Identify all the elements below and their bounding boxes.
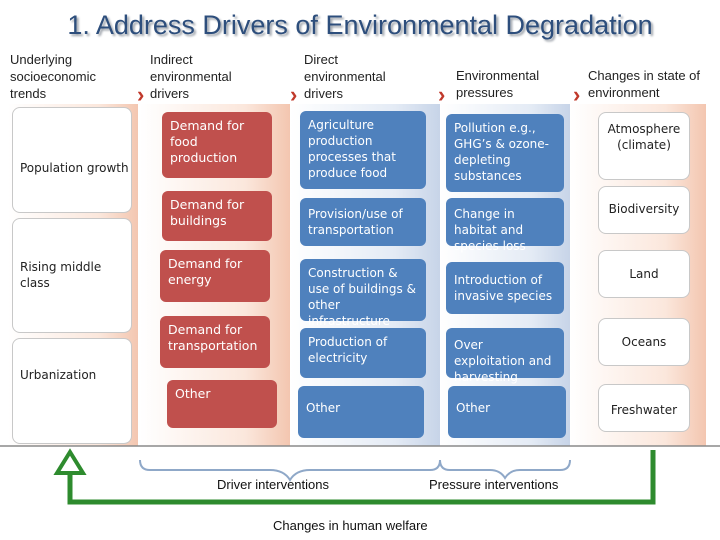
chevron-right-icon: › xyxy=(137,82,145,107)
human-welfare-label: Changes in human welfare xyxy=(273,518,428,533)
header-indirect: Indirect environmental drivers xyxy=(150,52,232,101)
state-land: Land xyxy=(598,250,690,298)
indirect-driver-buildings: Demand for buildings xyxy=(162,191,272,241)
pressure-over-exploitation: Over exploitation and harvesting xyxy=(446,328,564,384)
trend-box xyxy=(12,218,132,333)
driver-interventions-label: Driver interventions xyxy=(217,477,329,492)
indirect-driver-food: Demand for food production xyxy=(162,112,272,178)
chevron-right-icon: › xyxy=(438,82,446,107)
pressure-interventions-brace xyxy=(439,459,571,480)
header-state: Changes in state of environment xyxy=(588,68,701,100)
pressure-pollution: Pollution e.g., GHG’s & ozone-depleting … xyxy=(446,114,564,192)
chevron-right-icon: › xyxy=(573,82,581,107)
state-oceans: Oceans xyxy=(598,318,690,366)
direct-driver-electricity: Production of electricity xyxy=(300,328,426,378)
trend-box xyxy=(12,338,132,444)
driver-interventions-brace xyxy=(139,459,441,482)
indirect-driver-other: Other xyxy=(167,380,277,428)
trend-urbanization: Urbanization xyxy=(20,368,97,382)
trend-population-growth: Population growth xyxy=(20,161,129,175)
trend-box xyxy=(12,107,132,213)
state-freshwater: Freshwater xyxy=(598,384,690,432)
pressure-invasive-species: Introduction of invasive species xyxy=(446,262,564,314)
page-title: 1. Address Drivers of Environmental Degr… xyxy=(67,10,653,40)
pressure-other: Other xyxy=(448,386,566,438)
feedback-arrow-icon xyxy=(53,448,656,505)
direct-driver-agriculture: Agriculture production processes that pr… xyxy=(300,111,426,189)
direct-driver-transportation: Provision/use of transportation xyxy=(300,198,426,246)
indirect-driver-transportation: Demand for transportation xyxy=(160,316,270,368)
state-biodiversity: Biodiversity xyxy=(598,186,690,234)
header-pressures: Environmental pressures xyxy=(456,68,540,100)
interventions-graphic xyxy=(0,445,720,505)
indirect-driver-energy: Demand for energy xyxy=(160,250,270,302)
chevron-right-icon: › xyxy=(290,82,298,107)
header-direct: Direct environmental drivers xyxy=(304,52,386,101)
pressure-interventions-label: Pressure interventions xyxy=(429,477,559,492)
direct-driver-buildings: Construction & use of buildings & other … xyxy=(300,259,426,328)
header-underlying: Underlying socioeconomic trends xyxy=(10,52,96,101)
direct-driver-other: Other xyxy=(298,386,424,438)
state-atmosphere: Atmosphere (climate) xyxy=(598,112,690,180)
pressure-habitat-change: Change in habitat and species loss xyxy=(446,198,564,253)
trend-rising-middle-class: Rising middle class xyxy=(20,260,102,290)
